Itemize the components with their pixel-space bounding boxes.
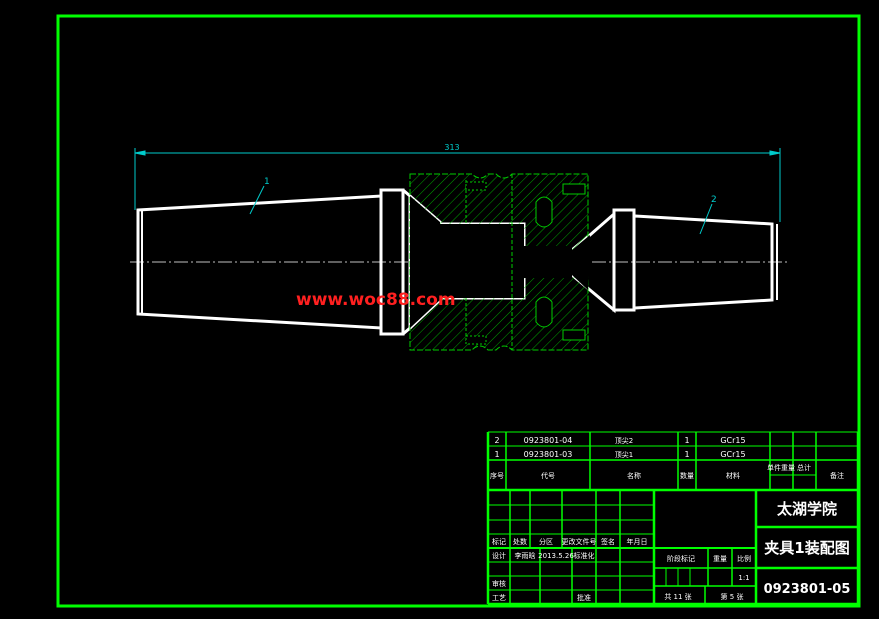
rev-label-count: 处数	[513, 537, 527, 546]
parts-row-qty: 1	[684, 450, 689, 459]
fixture-housing	[409, 173, 590, 351]
right-center-part	[570, 208, 778, 314]
parts-row-code: 0923801-04	[524, 436, 573, 445]
overall-dimension	[134, 148, 781, 222]
check-label: 审核	[492, 579, 506, 588]
header-code: 代号	[541, 471, 555, 480]
scale-label: 比例	[737, 554, 751, 563]
header-qty: 数量	[680, 471, 694, 480]
header-no: 序号	[490, 471, 504, 480]
designer-label: 设计	[492, 551, 506, 560]
parts-row-name: 顶尖1	[615, 450, 633, 459]
drawing-number: 0923801-05	[764, 582, 851, 597]
parts-row-name: 顶尖2	[615, 436, 633, 445]
header-unit-weight: 单件重量	[767, 463, 795, 472]
standardization-label: 标准化	[574, 551, 595, 560]
scale-value: 1:1	[738, 574, 749, 582]
header-material: 材料	[726, 471, 740, 480]
header-remark: 备注	[830, 471, 844, 480]
parts-row-code: 0923801-03	[524, 450, 573, 459]
parts-row-material: GCr15	[720, 450, 745, 459]
drawing-title: 夹具1装配图	[764, 539, 849, 557]
parts-row-no: 1	[494, 450, 499, 459]
weight-label: 重量	[713, 555, 727, 563]
school-name: 太湖学院	[777, 500, 837, 518]
process-label: 工艺	[492, 594, 506, 602]
title-block-grid	[488, 432, 860, 606]
leader-1-label: 1	[264, 177, 270, 187]
parts-row-material: GCr15	[720, 436, 745, 445]
leader-2	[699, 203, 713, 235]
header-total: 总计	[797, 463, 811, 472]
design-date: 2013.5.26	[538, 552, 574, 560]
rev-label-zone: 分区	[539, 537, 553, 546]
sheet-number: 第 5 张	[721, 592, 744, 601]
rev-label-mark: 标记	[492, 537, 506, 546]
stage-label: 阶段标记	[667, 554, 695, 563]
approve-label: 批准	[577, 593, 591, 602]
drawing-border	[56, 14, 861, 608]
dimension-value: 313	[444, 143, 459, 152]
sheets-total: 共 11 张	[664, 592, 691, 601]
parts-row-no: 2	[494, 436, 499, 445]
parts-row-qty: 1	[684, 436, 689, 445]
designer-name: 李雨晗	[515, 551, 536, 560]
watermark: www.woc88.com	[296, 290, 456, 310]
rev-label-doc: 更改文件号	[562, 537, 597, 546]
parts-list-grid	[486, 431, 858, 604]
rev-label-sign: 签名	[601, 537, 615, 546]
leader-1	[249, 185, 265, 215]
header-name: 名称	[627, 471, 641, 480]
leader-2-label: 2	[711, 195, 717, 205]
rev-label-date: 年月日	[627, 537, 648, 546]
